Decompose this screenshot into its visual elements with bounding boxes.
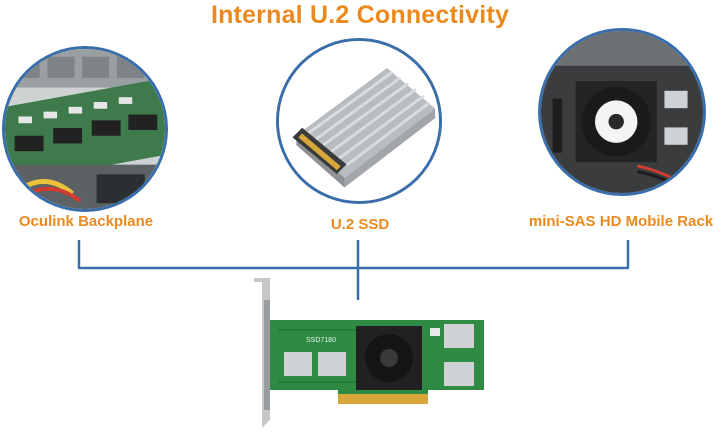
- oculink-backplane-label: Oculink Backplane: [18, 213, 154, 230]
- u2-ssd-label: U.2 SSD: [330, 216, 390, 233]
- card-silkscreen: SSD7180: [306, 337, 336, 344]
- mobile-rack-label: mini-SAS HD Mobile Rack: [528, 213, 714, 230]
- raid-card-illustration: SSD7180: [254, 278, 484, 428]
- oculink-backplane-image: [2, 46, 168, 212]
- mobile-rack-image: [538, 28, 706, 196]
- page-title: Internal U.2 Connectivity: [210, 1, 510, 29]
- backplane-illustration: [5, 49, 165, 209]
- raid-card-image: SSD7180: [248, 270, 498, 430]
- ssd-illustration: [279, 41, 439, 201]
- u2-ssd-image: [276, 38, 442, 204]
- rack-illustration: [541, 31, 703, 193]
